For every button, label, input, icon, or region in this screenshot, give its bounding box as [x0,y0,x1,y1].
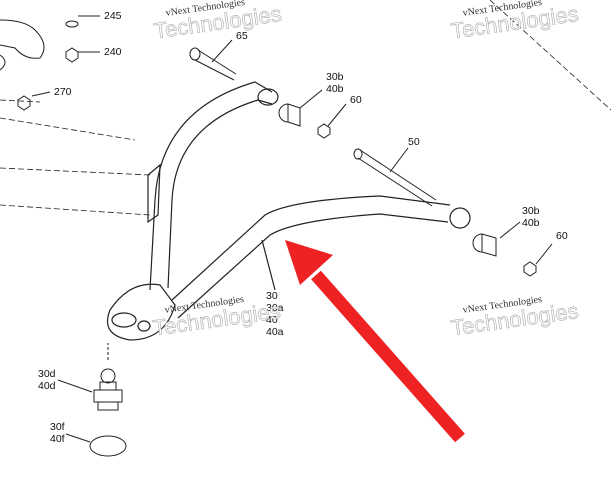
nut-270 [17,95,31,111]
nut-60-right [523,261,537,277]
label-30a: 30a [266,302,284,314]
label-30b-top: 30b [326,71,344,83]
label-40: 40 [266,314,278,326]
knuckle [0,19,45,59]
label-60-top: 60 [350,94,362,106]
bushing-30b-right [472,233,497,257]
label-40d: 40d [38,380,56,392]
label-30d: 30d [38,368,56,380]
label-245: 245 [104,10,122,22]
nut-60 [317,123,331,139]
label-240: 240 [104,46,122,58]
label-40a: 40a [266,326,284,338]
label-40b-top: 40b [326,83,344,95]
nut-240 [65,47,79,63]
label-40b-right: 40b [522,217,540,229]
label-60-right: 60 [556,230,568,242]
dashed-leaders [0,0,611,216]
ball-joint-30d [93,368,123,411]
label-30f: 30f [50,421,65,433]
bolt-50 [353,148,363,160]
label-50: 50 [408,136,420,148]
bushing-30b [278,103,301,127]
label-30: 30 [266,290,278,302]
washer-245 [65,20,79,28]
label-30b-right: 30b [522,205,540,217]
red-arrow [285,240,465,443]
circlip-30f [89,435,127,457]
label-40f: 40f [50,433,65,445]
a-arm [106,81,471,341]
label-270: 270 [54,86,72,98]
label-65: 65 [236,30,248,42]
